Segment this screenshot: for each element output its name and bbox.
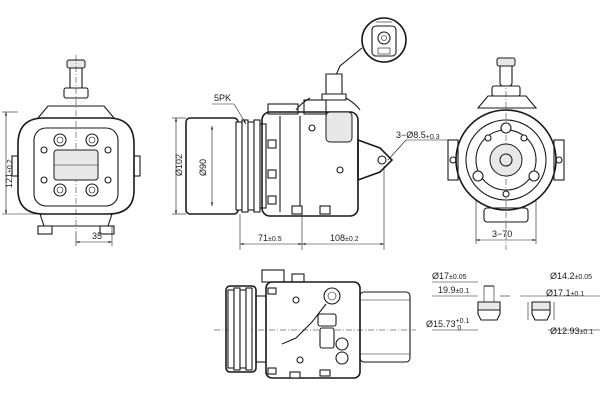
- dim-len-108: 108±0.2: [330, 233, 359, 243]
- label-5pk: 5PK: [214, 93, 231, 103]
- discharge-fitting: Ø14.2±0.05 Ø17.1±0.1 Ø12.93±0.1: [520, 271, 600, 336]
- connector-detail: [361, 17, 407, 63]
- housing-bolts-top: [267, 287, 331, 379]
- housing-bolts: [267, 124, 344, 215]
- fitting-discharge-d3: Ø12.93±0.1: [550, 326, 593, 336]
- fitting-discharge-d2: Ø17.1±0.1: [546, 288, 584, 298]
- fitting-suction-d1: Ø17±0.05: [432, 271, 467, 281]
- front-view: 121±0.2 35: [2, 55, 141, 246]
- pulley-grooves: [235, 119, 267, 213]
- dim-len-71: 71±0.5: [258, 233, 282, 243]
- rear-vent-holes: [472, 122, 540, 198]
- dim-width-35: 35: [92, 231, 102, 241]
- rear-view: 3−70: [447, 57, 565, 250]
- dim-dia-102: Ø102: [174, 154, 184, 176]
- bolt-group-front: [40, 133, 112, 197]
- dim-pitch-70: 3−70: [492, 229, 512, 239]
- fitting-suction-d2: 19.9±0.1: [438, 285, 469, 295]
- pulley-grooves-top: [227, 287, 253, 371]
- dim-dia-90: Ø90: [198, 159, 208, 176]
- top-view: [214, 269, 416, 379]
- fitting-discharge-d1: Ø14.2±0.05: [550, 271, 592, 281]
- dim-height-121: 121±0.2: [4, 159, 14, 188]
- side-view: 5PK Ø102 Ø90 3−Ø8.5+0.3 71±0.5 108±0.2: [172, 17, 450, 250]
- dim-holes-8-5: 3−Ø8.5+0.3: [396, 130, 440, 141]
